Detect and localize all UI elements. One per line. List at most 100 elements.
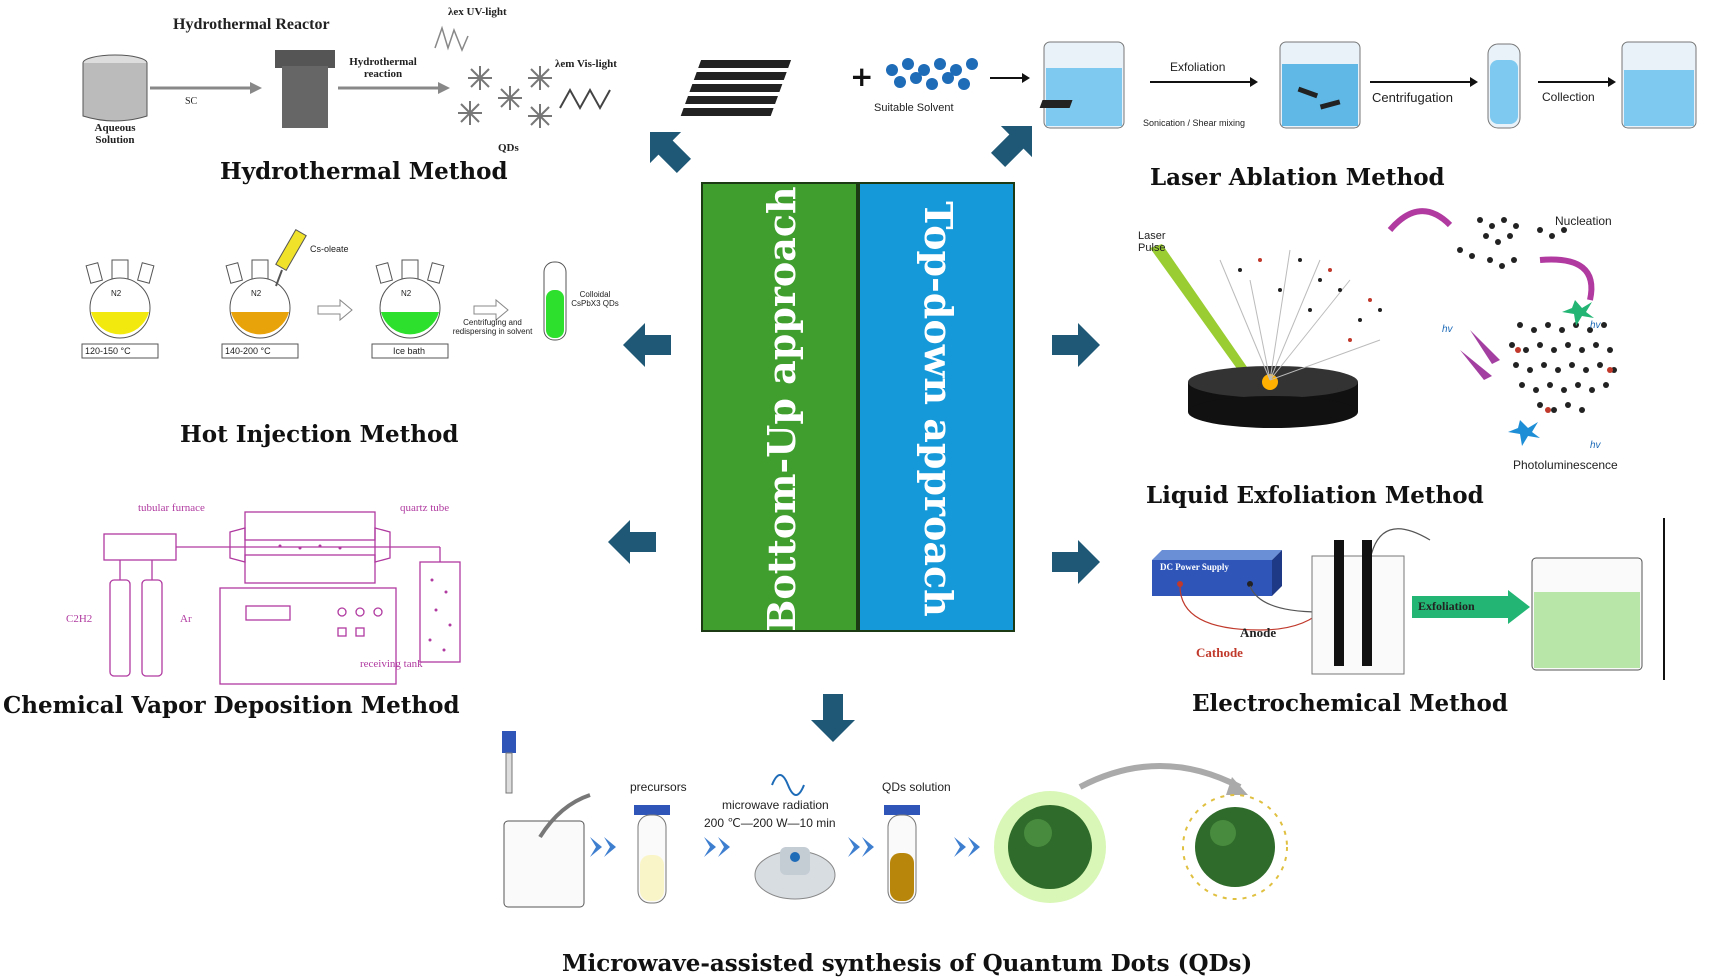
- liquid-exfoliation-title: Liquid Exfoliation Method: [1146, 482, 1484, 509]
- transfer-arrow-icon: [1078, 763, 1242, 790]
- centrifuge-label: Centrifuging and redispersing in solvent: [452, 318, 533, 336]
- cs-oleate-label: Cs-oleate: [310, 244, 349, 254]
- vis-label: λem Vis-light: [555, 58, 617, 70]
- laser-pulse-label: Laser Pulse: [1138, 230, 1166, 254]
- double-chevron-4-icon: [954, 837, 980, 857]
- arrow-to-liquid-exfoliation: [1052, 323, 1100, 367]
- hot-injection-title: Hot Injection Method: [180, 421, 459, 448]
- precursors-tube-icon: [634, 805, 670, 904]
- qd-sphere-glow-icon: [994, 791, 1106, 903]
- mixing-beaker-icon: [503, 793, 591, 908]
- exfoliation-step-label: Exfoliation: [1170, 60, 1226, 74]
- double-chevron-1-icon: [590, 837, 616, 857]
- flask-3-icon: [375, 259, 445, 339]
- anode-label: Anode: [1240, 625, 1277, 640]
- double-chevron-3-icon: [848, 837, 874, 857]
- cvd-illustration: [103, 511, 461, 685]
- product-beaker-icon: [1531, 557, 1643, 671]
- solvent-dots-icon: [886, 58, 978, 90]
- qd-sphere-ligand-icon: [1182, 794, 1288, 900]
- hv-label-3: hv: [1590, 440, 1601, 451]
- microwave-reactor-icon: [754, 847, 836, 900]
- syringe-icon: [275, 228, 307, 287]
- n2-label-3: N2: [401, 289, 412, 298]
- n2-label-2: N2: [251, 289, 262, 298]
- centrifuge-tube-icon: [1487, 43, 1521, 129]
- flask-1-icon: [85, 259, 155, 339]
- svg-text:+: +: [850, 60, 873, 93]
- temp1-label: 120-150 °C: [85, 346, 131, 356]
- vial-icon: [543, 261, 567, 341]
- flask-2-icon: [225, 259, 291, 339]
- vis-light-icon: [559, 87, 611, 111]
- cathode-label: Cathode: [1196, 645, 1243, 660]
- emission-star-blue-icon: [1508, 420, 1540, 446]
- hydrothermal-reactor-icon: [275, 50, 335, 128]
- bottom-up-box: Bottom-Up approach: [701, 182, 858, 632]
- layered-material-icon: [680, 60, 792, 116]
- electro-exfoliation-label: Exfoliation: [1418, 599, 1475, 613]
- collection-label: Collection: [1542, 90, 1595, 104]
- microwave-wave-icon: [771, 774, 805, 796]
- hydrothermal-illustration: [82, 25, 611, 128]
- n2-label-1: N2: [111, 289, 122, 298]
- power-supply-icon: [1152, 550, 1282, 596]
- c2h2-label: C2H2: [66, 613, 93, 625]
- hot-injection-illustration: [81, 228, 567, 359]
- microwave-title: Microwave-assisted synthesis of Quantum …: [562, 950, 1253, 977]
- cvd-title: Chemical Vapor Deposition Method: [3, 692, 460, 719]
- sonication-label: Sonication / Shear mixing: [1143, 118, 1246, 128]
- hv-label-2: hv: [1442, 324, 1453, 335]
- beaker-3-icon: [1621, 41, 1697, 129]
- temp2-label: 140-200 °C: [225, 346, 271, 356]
- exfoliation-arrow-icon: [1412, 590, 1530, 624]
- conditions-label: 200 ℃—200 W—10 min: [704, 816, 836, 830]
- hydrothermal-title: Hydrothermal Method: [220, 158, 508, 185]
- quartz-label: quartz tube: [400, 502, 450, 514]
- arrow-to-cvd: [608, 520, 656, 564]
- photoluminescence-label: Photoluminescence: [1513, 458, 1618, 472]
- graphene-sheet-icon: [1509, 322, 1617, 413]
- double-chevron-2-icon: [704, 837, 730, 857]
- sc-label: SC: [185, 96, 198, 107]
- electrolysis-cell-icon: [1311, 540, 1405, 675]
- laser-beam-icon: [1150, 244, 1256, 384]
- laser-ablation-title: Laser Ablation Method: [1150, 164, 1445, 191]
- arrow-to-electrochemical: [1052, 540, 1100, 584]
- hv-label-1: hv: [1590, 320, 1601, 331]
- aqueous-label: Aqueous Solution: [94, 122, 136, 146]
- dropper-icon: [502, 731, 516, 794]
- centrifugation-label: Centrifugation: [1372, 90, 1453, 105]
- electrochemical-title: Electrochemical Method: [1192, 690, 1508, 717]
- arrow-to-hot-injection: [623, 323, 671, 367]
- furnace-label: tubular furnace: [138, 502, 205, 514]
- qds-solution-label: QDs solution: [882, 780, 951, 794]
- reaction-label: Hydrothermal reaction: [349, 56, 417, 80]
- colloidal-label: Colloidal CsPbX3 QDs: [571, 290, 619, 308]
- ice-label: Ice bath: [393, 346, 426, 356]
- emission-star-green-icon: [1562, 300, 1594, 326]
- nucleation-label: Nucleation: [1555, 214, 1612, 228]
- electrochemical-illustration: [1152, 518, 1665, 680]
- curved-arrow-1-icon: [1387, 208, 1453, 233]
- laser-ablation-illustration: +: [680, 41, 1697, 129]
- precursors-label: precursors: [630, 780, 687, 794]
- uv-label: λex UV-light: [448, 6, 507, 18]
- power-supply-label: DC Power Supply: [1160, 562, 1229, 572]
- beaker-1-icon: [1039, 41, 1125, 129]
- arrow-to-hydrothermal: [634, 116, 700, 182]
- liquid-exfoliation-illustration: [1150, 208, 1617, 446]
- aqueous-beaker-icon: [82, 54, 148, 122]
- qds-label: QDs: [498, 142, 519, 154]
- qds-solution-tube-icon: [884, 805, 920, 904]
- target-disk-icon: [1188, 366, 1358, 428]
- reactor-label: Hydrothermal Reactor: [173, 16, 330, 33]
- uv-light-icon: [434, 25, 469, 52]
- beaker-2-icon: [1279, 41, 1361, 129]
- microwave-illustration: [502, 731, 1288, 908]
- ar-label: Ar: [180, 613, 192, 625]
- curved-arrow-2-icon: [1539, 256, 1595, 301]
- nucleation-cluster-icon: [1457, 217, 1567, 269]
- solvent-label: Suitable Solvent: [874, 102, 954, 114]
- radiation-label: microwave radiation: [722, 798, 829, 812]
